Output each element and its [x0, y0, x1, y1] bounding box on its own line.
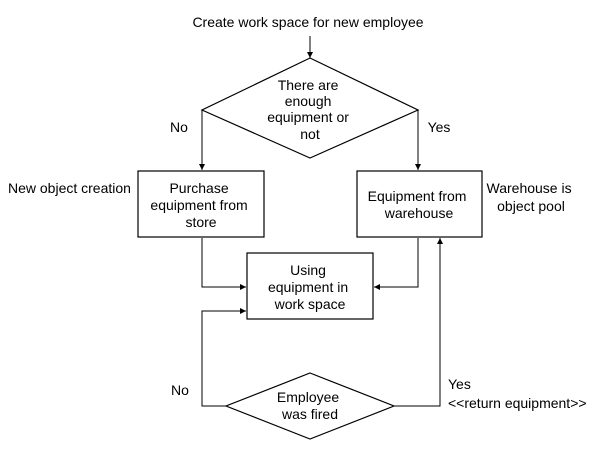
note-warehouse-line-2: object pool	[497, 198, 565, 214]
svg-text:Using equipment in: Using equipment in work space	[268, 262, 352, 312]
purchase-line-1: Purchase	[169, 180, 228, 196]
decision-enough-line-2: enough	[285, 93, 332, 109]
using-line-3: work space	[274, 296, 346, 312]
edge-label-yes-bottom-line-1: Yes	[448, 376, 471, 392]
edge-label-no-top: No	[170, 119, 188, 135]
edge-label-yes-top: Yes	[428, 119, 451, 135]
warehouse-line-1: Equipment from	[368, 188, 467, 204]
decision-fired-line-2: was fired	[281, 406, 338, 422]
edge-label-yes-bottom-line-2: <<return equipment>>	[448, 395, 587, 411]
process-purchase-equipment: Purchase equipment from store	[137, 170, 265, 238]
svg-text:Warehouse is object pool: Warehouse is object pool	[487, 180, 576, 214]
note-new-object-creation: New object creation	[8, 180, 131, 196]
decision-enough-line-1: There are	[278, 77, 339, 93]
edges	[199, 36, 443, 407]
svg-text:Equipment from warehouse: Equipment from warehouse	[368, 188, 471, 221]
svg-text:There are enough e: There are enough equipment or not	[267, 77, 353, 142]
decision-enough-line-4: not	[300, 126, 320, 142]
svg-text:Employee was fired: Employee was fired	[277, 389, 343, 422]
edge-purchase-to-using	[201, 238, 246, 290]
edge-fired-yes-to-warehouse	[394, 238, 443, 407]
decision-enough-equipment: There are enough equipment or not	[200, 57, 420, 159]
warehouse-line-2: warehouse	[384, 205, 454, 221]
process-using-equipment: Using equipment in work space	[246, 252, 374, 320]
process-equipment-from-warehouse: Equipment from warehouse	[356, 170, 483, 238]
using-line-1: Using	[290, 262, 326, 278]
using-line-2: equipment in	[268, 279, 348, 295]
decision-employee-fired: Employee was fired	[224, 372, 396, 440]
decision-fired-line-1: Employee	[277, 389, 339, 405]
edge-warehouse-to-using	[374, 238, 419, 290]
diagram-title: Create work space for new employee	[192, 14, 423, 30]
svg-text:Purchase equipment from: Purchase equipment from store	[150, 180, 251, 230]
decision-enough-line-3: equipment or	[267, 109, 349, 125]
svg-text:Yes <<return equipment>>: Yes <<return equipment>>	[448, 376, 587, 411]
purchase-line-2: equipment from	[150, 197, 247, 213]
edge-label-no-bottom: No	[171, 382, 189, 398]
purchase-line-3: store	[185, 214, 216, 230]
edge-fired-no-to-using	[201, 308, 246, 407]
note-warehouse-line-1: Warehouse is	[487, 180, 572, 196]
